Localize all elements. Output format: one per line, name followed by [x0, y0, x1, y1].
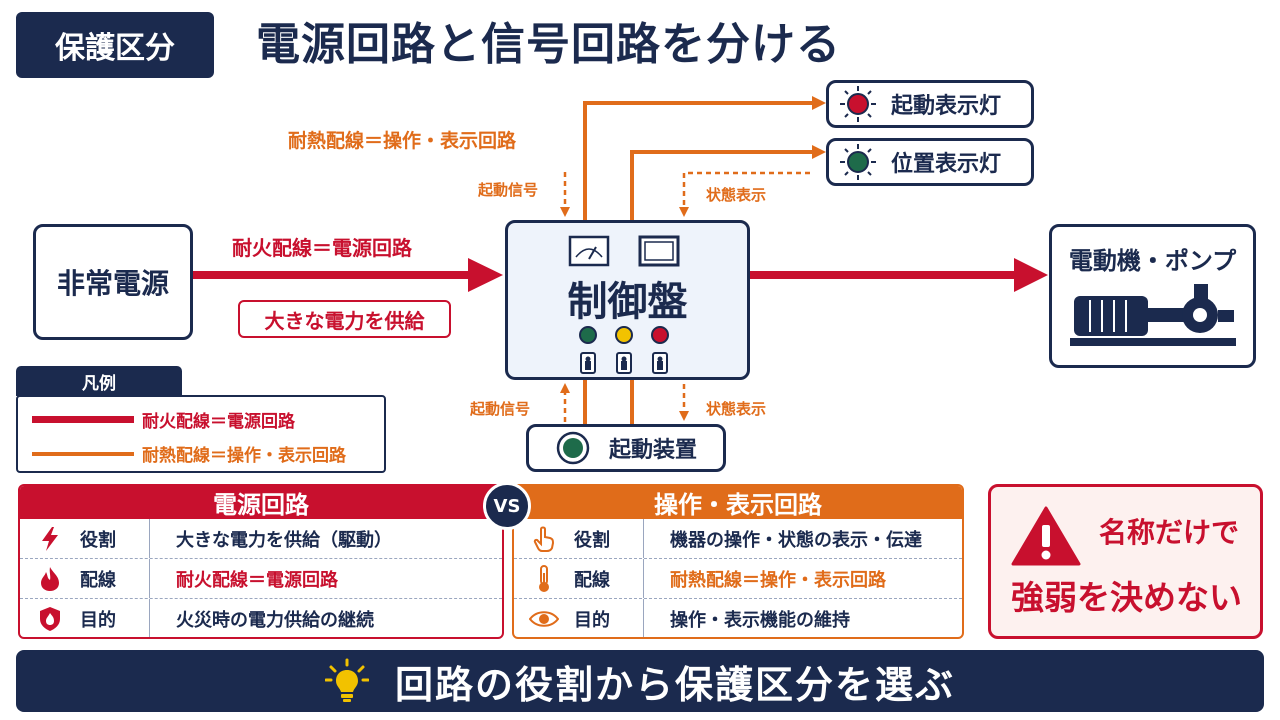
status-arrow-top: [679, 171, 810, 217]
position-lamp-label: 位置表示灯: [891, 152, 1002, 177]
footer-banner: 回路の役割から保護区分を選ぶ: [16, 650, 1264, 712]
flame-icon: [20, 566, 80, 592]
heat-resistant-wire-position-lamp: [630, 145, 826, 220]
operation-circuit-title: 操作・表示回路: [514, 486, 962, 519]
lightning-icon: [20, 526, 80, 551]
warning-line1: 名称だけで: [1099, 516, 1240, 549]
heat-resistant-label: 耐熱配線＝操作・表示回路: [288, 130, 517, 152]
row-key: 目的: [80, 599, 150, 637]
start-lamp-box: 起動表示灯: [826, 80, 1034, 128]
row-value: 火災時の電力供給の継続: [176, 610, 374, 631]
table-row: 目的 火災時の電力供給の継続: [20, 599, 502, 637]
row-key: 役割: [80, 519, 150, 558]
heat-resistant-wire-start-lamp: [583, 96, 826, 220]
vs-badge: VS: [483, 482, 531, 530]
shield-icon: [20, 606, 80, 632]
row-key: 目的: [574, 599, 644, 637]
legend-title: 凡例: [16, 366, 182, 396]
warning-box: 名称だけで 強弱を決めない: [988, 484, 1263, 639]
table-row: 配線 耐火配線＝電源回路: [20, 559, 502, 599]
start-signal-label-top: 起動信号: [478, 181, 539, 199]
yellow-indicator-icon: [615, 326, 633, 344]
row-value: 操作・表示機能の維持: [670, 610, 850, 631]
start-lamp-label: 起動表示灯: [891, 94, 1002, 119]
status-label-bottom: 状態表示: [706, 400, 767, 418]
row-value: 大きな電力を供給（駆動）: [176, 529, 392, 551]
start-device-label: 起動装置: [608, 438, 697, 463]
footer-text: 回路の役割から保護区分を選ぶ: [394, 662, 955, 707]
legend-label-heat: 耐熱配線＝操作・表示回路: [142, 446, 346, 466]
legend-label-fire: 耐火配線＝電源回路: [142, 412, 295, 432]
power-circuit-table: 電源回路 役割 大きな電力を供給（駆動） 配線 耐火配線＝電源回路 目的 火災時…: [18, 484, 504, 639]
table-row: 配線 耐熱配線＝操作・表示回路: [514, 559, 962, 599]
red-lamp-icon: [840, 86, 876, 122]
table-row: 目的 操作・表示機能の維持: [514, 599, 962, 637]
section-tag: 保護区分: [16, 12, 214, 78]
row-value: 機器の操作・状態の表示・伝達: [670, 529, 922, 551]
supply-badge: 大きな電力を供給: [238, 300, 451, 338]
control-panel-title: 制御盤: [567, 279, 688, 325]
legend-swatch-red: [32, 416, 134, 423]
motor-pump-icon: [1069, 284, 1236, 346]
row-key: 配線: [80, 559, 150, 598]
meter-icon: [568, 235, 680, 267]
green-indicator-icon: [579, 326, 597, 344]
motor-pump-label: 電動機・ポンプ: [1068, 247, 1237, 275]
eye-icon: [514, 609, 574, 629]
start-signal-label-bottom: 起動信号: [470, 400, 531, 418]
red-indicator-icon: [651, 326, 669, 344]
thermometer-icon: [514, 564, 574, 593]
table-row: 役割 機器の操作・状態の表示・伝達: [514, 519, 962, 559]
start-button-icon: [556, 431, 590, 465]
row-value: 耐火配線＝電源回路: [176, 569, 338, 591]
page-title: 電源回路と信号回路を分ける: [256, 19, 841, 70]
legend-swatch-orange: [32, 451, 134, 456]
fire-resistant-label: 耐火配線＝電源回路: [232, 236, 412, 260]
warning-icon: [1011, 506, 1081, 566]
fire-resistant-wire-out: [750, 258, 1048, 292]
lightbulb-icon: [324, 658, 369, 702]
fire-resistant-wire-in: [193, 258, 503, 292]
warning-line2: 強弱を決めない: [1011, 578, 1242, 617]
emergency-power-box: 非常電源: [33, 224, 193, 340]
position-lamp-box: 位置表示灯: [826, 138, 1034, 186]
legend-item-fire: 耐火配線＝電源回路: [32, 407, 295, 432]
legend: 耐火配線＝電源回路 耐熱配線＝操作・表示回路: [16, 395, 386, 473]
legend-item-heat: 耐熱配線＝操作・表示回路: [32, 441, 346, 466]
emergency-power-label: 非常電源: [56, 267, 169, 300]
row-value: 耐熱配線＝操作・表示回路: [670, 569, 886, 591]
power-circuit-title: 電源回路: [20, 486, 502, 519]
status-label-top: 状態表示: [706, 186, 767, 204]
hand-pointer-icon: [514, 526, 574, 552]
panel-indicators: [579, 326, 669, 374]
control-panel-box: 制御盤: [505, 220, 750, 380]
row-key: 役割: [574, 519, 644, 558]
operation-circuit-table: 操作・表示回路 役割 機器の操作・状態の表示・伝達 配線 耐熱配線＝操作・表示回…: [512, 484, 964, 639]
green-lamp-icon: [840, 144, 876, 180]
start-device-box: 起動装置: [526, 424, 726, 472]
motor-pump-box: 電動機・ポンプ: [1049, 224, 1256, 368]
table-row: 役割 大きな電力を供給（駆動）: [20, 519, 502, 559]
row-key: 配線: [574, 559, 644, 598]
